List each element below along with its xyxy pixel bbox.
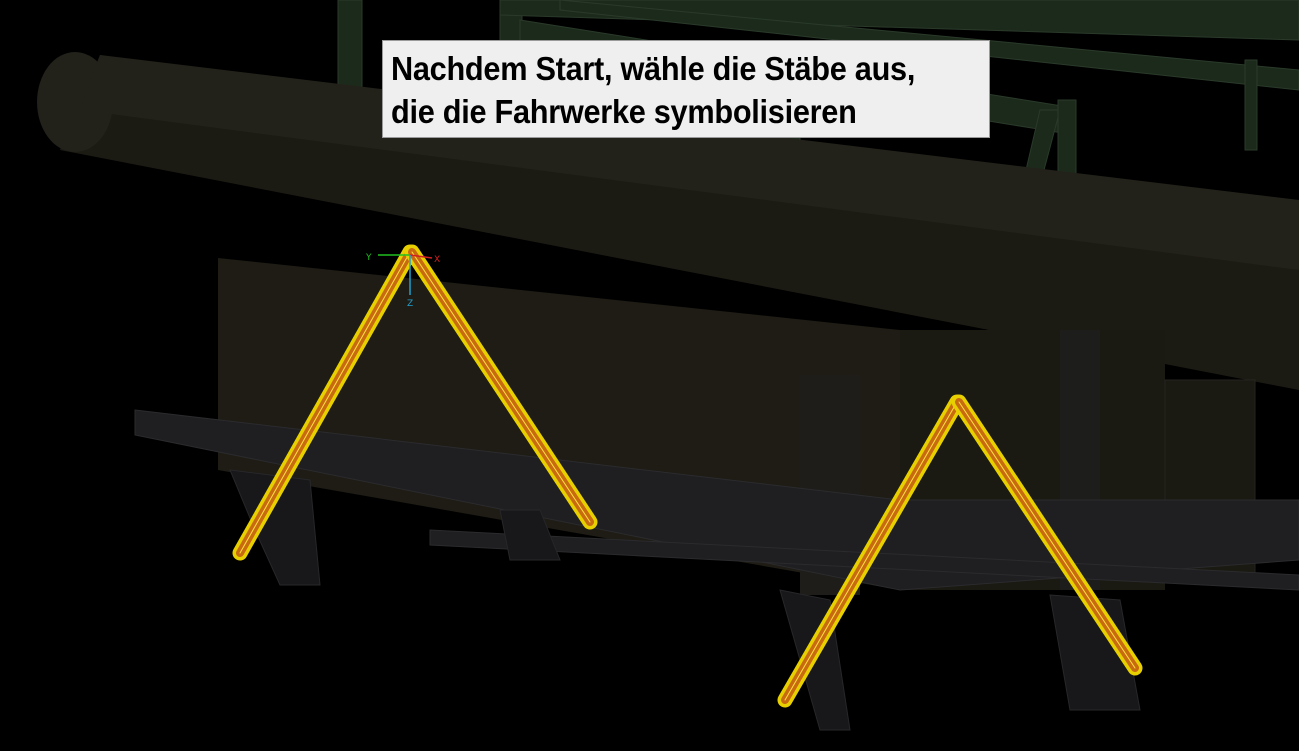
member-right-b[interactable] <box>951 394 1143 676</box>
instruction-callout: Nachdem Start, wähle die Stäbe aus, die … <box>382 40 990 138</box>
callout-line-2: die die Fahrwerke symbolisieren <box>391 93 857 130</box>
member-left-a[interactable] <box>232 244 418 561</box>
axis-x-label: X <box>434 255 440 265</box>
axis-z-label: Z <box>407 299 413 309</box>
selected-members[interactable] <box>232 244 1143 708</box>
member-left-b[interactable] <box>404 244 598 530</box>
axis-y-label: Y <box>365 253 372 263</box>
callout-line-1: Nachdem Start, wähle die Stäbe aus, <box>391 50 916 87</box>
member-right-a[interactable] <box>777 394 965 708</box>
axis-triad: Y X Z <box>365 253 440 309</box>
